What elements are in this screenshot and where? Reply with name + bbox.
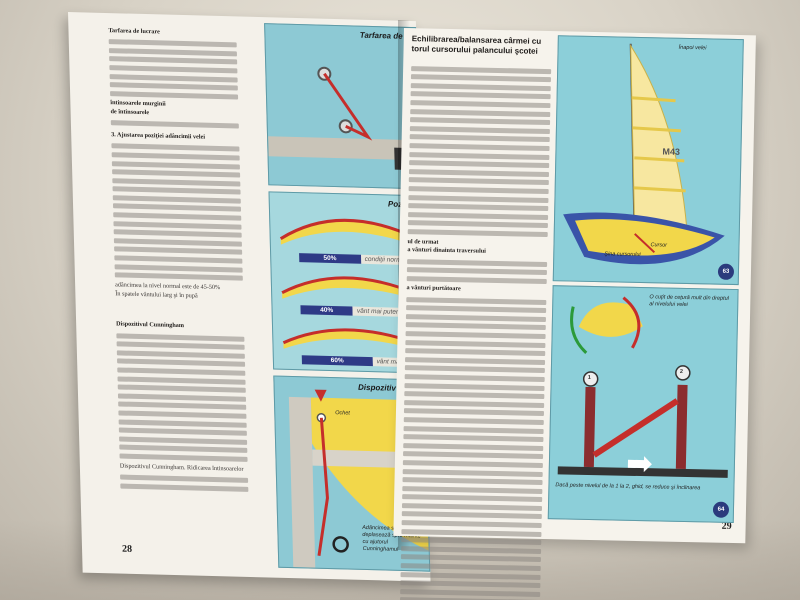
sub-heading-2: a vânturi dinainta traversului — [407, 246, 486, 256]
depth-pct-stronger: 40% — [300, 305, 354, 316]
ochet-label: Ochet — [335, 410, 350, 417]
arc-red — [622, 296, 641, 349]
depth-pct-weaker: 60% — [301, 355, 373, 367]
para2-heading: 3. Ajustarea poziţiei adâncimii velei — [111, 131, 206, 141]
right-text-column: ul de urmat a vânturi dinainta traversul… — [399, 62, 552, 600]
cunningham-line — [317, 417, 329, 557]
sheet-63 — [634, 233, 656, 254]
right-page: Echilibrarea/balansarea cârmei cu torul … — [393, 28, 756, 600]
cleat-wheel — [332, 536, 349, 553]
block-right — [675, 384, 688, 469]
arc-green — [570, 306, 588, 354]
fig64-caption-top: O cuţit de ceţurâ mult din dreptul al ni… — [649, 294, 729, 309]
left-text-column: Tarfarea de lucrare întinsoarele murgini… — [108, 27, 249, 495]
sail-topview — [578, 302, 643, 337]
para1-heading: Tarfarea de lucrare — [108, 27, 160, 36]
bold-run-1: întinsoarele murginii — [110, 99, 166, 108]
sail-profile-1 — [280, 220, 417, 247]
sub-heading-1: ul de urmat — [407, 237, 439, 246]
note-3: Dispozitivul Cunningham. Ridicarea întin… — [119, 462, 244, 473]
block-left — [583, 386, 596, 468]
bold-run-2: de întinsoarele — [110, 108, 150, 117]
fig64-traveller — [557, 296, 728, 478]
fig63-cursor-label: Cursor — [650, 242, 668, 249]
marker-1: 1 — [587, 374, 591, 381]
marker-2: 2 — [679, 368, 683, 375]
mainsail-63 — [630, 43, 688, 235]
tarfarea-diagram — [268, 57, 419, 170]
marker-1-circle — [582, 371, 599, 387]
fig63-track-label: Şina cursorului — [604, 251, 641, 259]
left-page-number: 28 — [121, 543, 133, 555]
left-page: Tarfarea de lucrare întinsoarele murgini… — [68, 12, 431, 582]
right-heading: Echilibrarea/balansarea cârmei cu torul … — [411, 34, 542, 56]
sheet-diagonal — [592, 398, 679, 458]
boom-bar — [268, 136, 419, 161]
deck-63 — [575, 219, 715, 256]
depth-pct-normal: 50% — [299, 253, 361, 264]
right-arrow-icon — [627, 456, 652, 473]
marker-2-circle — [675, 365, 691, 381]
sheet-rope — [323, 72, 373, 141]
para3-heading: Dispozitivul Cunningham — [116, 320, 185, 330]
sub-heading-3: a vânturi purtătoare — [406, 284, 461, 293]
sail-battens — [631, 96, 686, 193]
figure-tarfarea: Tarfarea de c — [264, 23, 421, 190]
mast — [288, 396, 316, 568]
traveller-track — [557, 466, 728, 478]
fig63-sailboat — [563, 43, 725, 265]
fig63-note: Înapoi velei — [678, 44, 707, 52]
figure-63: M43 Înapoi velei Cursor Şina cursorului … — [552, 35, 744, 286]
down-arrow-icon — [314, 389, 327, 402]
sail-number: M43 — [662, 146, 681, 157]
figure-64: 1 2 O cuţit de ceţurâ mult din dreptul a… — [547, 285, 739, 524]
